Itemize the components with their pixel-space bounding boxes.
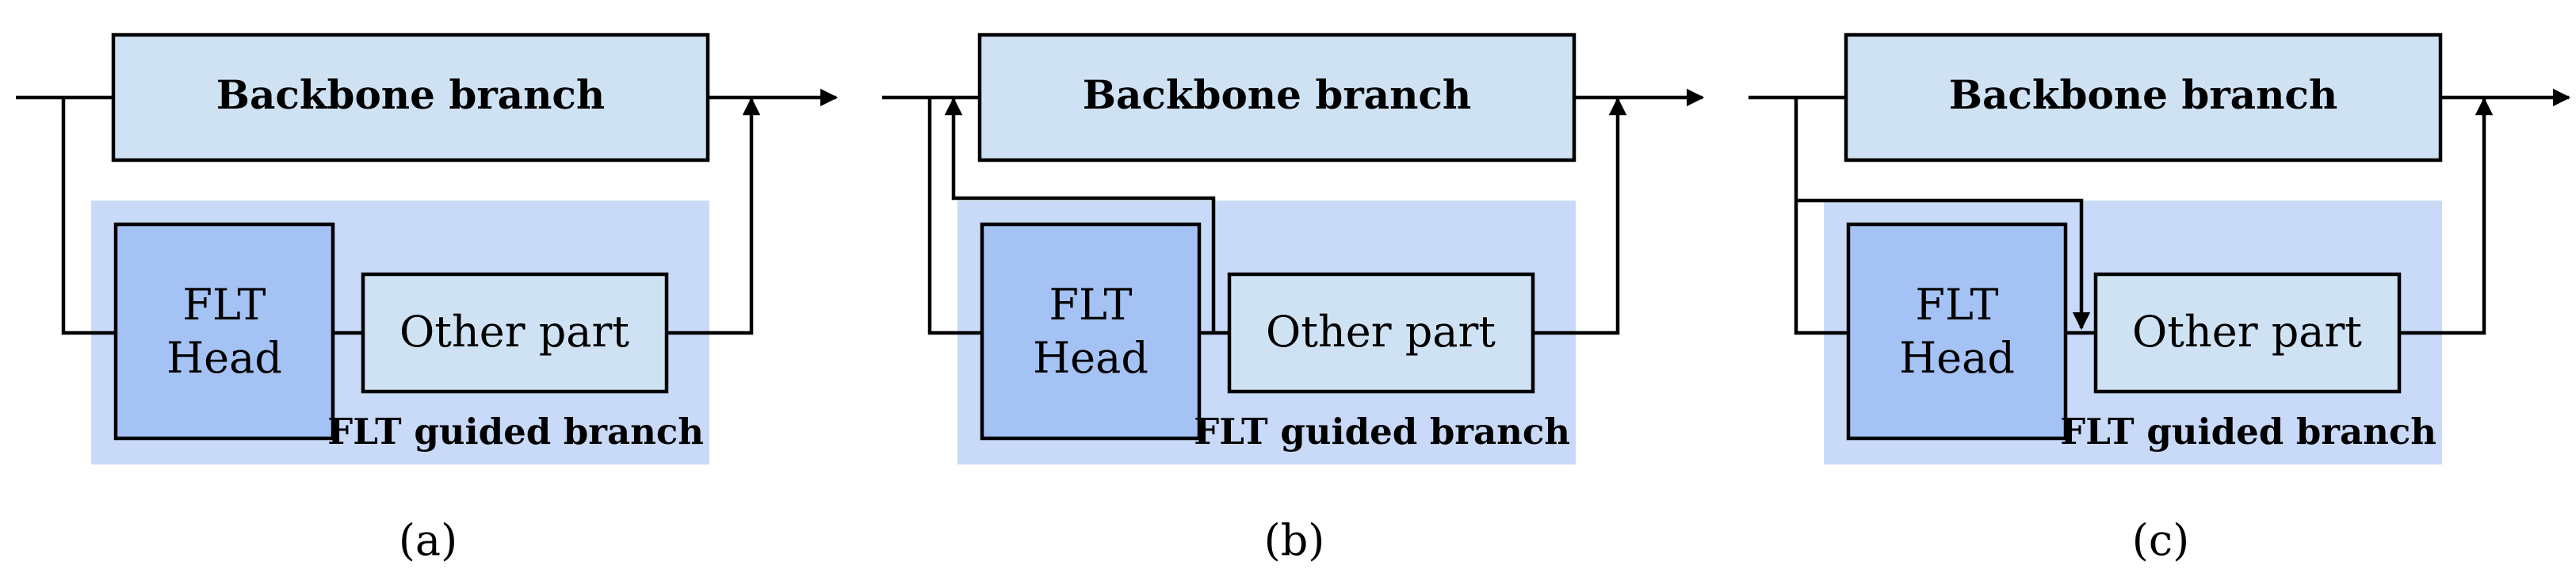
flt-head-label-line1: FLT (183, 280, 266, 330)
other-to-output-arrow (2399, 97, 2494, 335)
backbone-branch-box (111, 32, 710, 162)
flt-head-box (113, 222, 335, 441)
panel-caption: (c) (2132, 515, 2189, 565)
guided-branch-label: FLT guided branch (327, 411, 704, 453)
input-to-head-line (927, 97, 982, 335)
flt-head-label-line2: Head (1033, 333, 1148, 383)
other-part-label: Other part (399, 307, 629, 357)
other-to-output-arrow (667, 97, 761, 335)
input-to-head-line (1794, 97, 1848, 335)
panel-caption: (a) (399, 515, 457, 565)
panel-b: Backbone branch FLT Head Other part FLT … (882, 32, 1705, 565)
flt-head-label-line1: FLT (1049, 280, 1133, 330)
flt-head-label-line1: FLT (1916, 280, 1999, 330)
other-part-label: Other part (2132, 307, 2362, 357)
flt-head-label-line2: Head (1899, 333, 2015, 383)
backbone-branch-label: Backbone branch (1083, 71, 1471, 118)
guided-branch-label: FLT guided branch (2060, 411, 2436, 453)
backbone-branch-label: Backbone branch (1949, 71, 2337, 118)
guided-branch-label: FLT guided branch (1194, 411, 1570, 453)
panel-a: Backbone branch FLT Head Other part FLT … (16, 32, 839, 565)
flt-head-label-line2: Head (166, 333, 282, 383)
input-to-other-arrow (1796, 198, 2091, 331)
other-part-box (361, 272, 669, 394)
flt-head-box (1846, 222, 2068, 441)
panel-c: Backbone branch FLT Head Other part FLT … (1749, 32, 2571, 565)
input-to-head-line (61, 97, 116, 335)
flt-head-box (980, 222, 1202, 441)
backbone-branch-label: Backbone branch (216, 71, 605, 118)
other-part-box (1227, 272, 1535, 394)
head-to-backbone-arrow (944, 97, 1216, 333)
panel-caption: (b) (1264, 515, 1325, 565)
other-part-label: Other part (1266, 307, 1496, 357)
other-to-output-arrow (1533, 97, 1627, 335)
